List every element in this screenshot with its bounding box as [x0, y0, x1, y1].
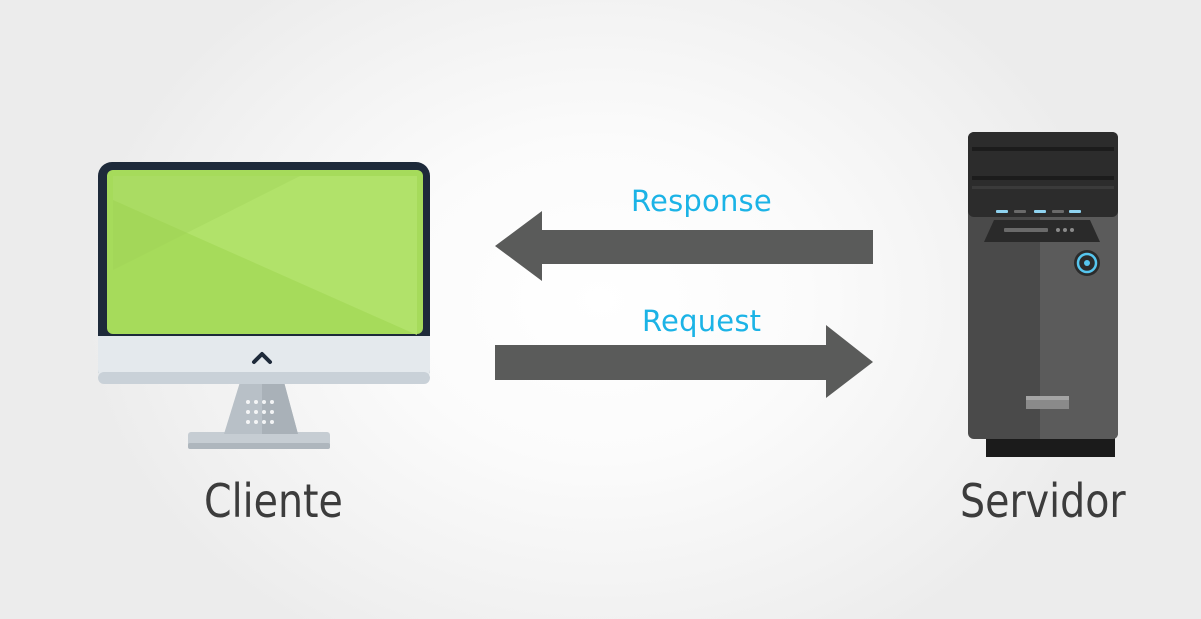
server-led — [1014, 210, 1026, 213]
request-arrow-icon — [495, 325, 873, 398]
client-caption: Cliente — [204, 474, 343, 528]
server-caption: Servidor — [960, 474, 1126, 528]
server-led — [1069, 210, 1081, 213]
response-arrow-icon — [495, 211, 873, 281]
client-computer-icon — [98, 162, 430, 449]
response-label: Response — [631, 184, 772, 218]
request-label: Request — [642, 304, 762, 338]
server-tower-icon — [968, 132, 1118, 457]
server-led — [996, 210, 1008, 213]
server-led — [1052, 210, 1064, 213]
chevron-up-icon — [252, 352, 272, 364]
server-led — [1034, 210, 1046, 213]
